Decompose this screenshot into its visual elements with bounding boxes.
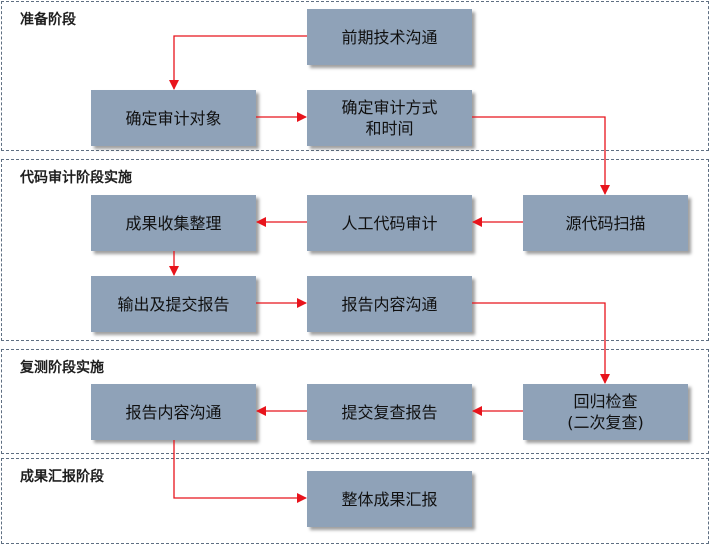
step-confirm-target: 确定审计对象 (91, 90, 256, 146)
phase-title-report: 成果汇报阶段 (20, 469, 104, 485)
phase-title-code-audit: 代码审计阶段实施 (20, 170, 132, 186)
step-source-scan: 源代码扫描 (523, 195, 688, 251)
step-tech-communication: 前期技术沟通 (307, 9, 472, 65)
phase-title-preparation: 准备阶段 (20, 12, 76, 28)
step-output-report: 输出及提交报告 (91, 276, 256, 332)
step-confirm-method: 确定审计方式 和时间 (307, 90, 472, 146)
step-report-communication-1: 报告内容沟通 (307, 276, 472, 332)
step-submit-recheck: 提交复查报告 (307, 384, 472, 440)
step-final-report: 整体成果汇报 (307, 471, 472, 527)
step-regression-check: 回归检查 (二次复查) (523, 384, 688, 440)
step-collect-results: 成果收集整理 (91, 195, 256, 251)
step-report-communication-2: 报告内容沟通 (91, 384, 256, 440)
phase-title-retest: 复测阶段实施 (20, 360, 104, 376)
step-manual-audit: 人工代码审计 (307, 195, 472, 251)
